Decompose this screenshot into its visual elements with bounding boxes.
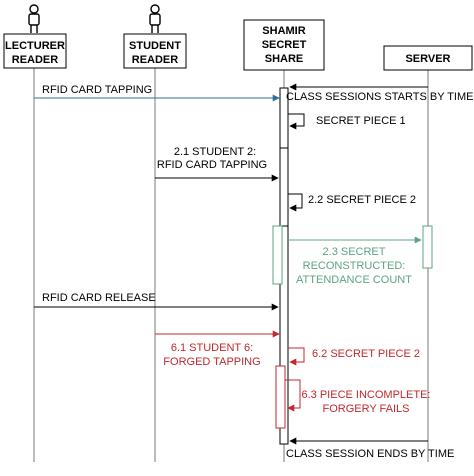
forgery-fails-label-line2: FORGERY FAILS: [322, 403, 409, 415]
forgery-fails-arrow: [285, 379, 301, 412]
rfid-release-label: RFID CARD RELEASE: [42, 292, 156, 304]
student-box: [123, 33, 187, 69]
reconstructed-label-line3: ATTENDANCE COUNT: [296, 274, 412, 286]
server-actor: SERVER: [383, 45, 473, 71]
reconstructed-label-line1: 2.3 SECRET: [323, 246, 386, 258]
shamir-label-line2: SECRET: [262, 39, 307, 51]
server-box: [383, 45, 473, 71]
class-end-label: CLASS SESSION ENDS BY TIME: [286, 448, 454, 460]
shamir-label-line3: SHARE: [265, 53, 304, 65]
shamir-activation-red: [275, 365, 286, 429]
forged-tapping-label-line1: 6.1 STUDENT 6:: [171, 342, 253, 354]
student-label-line2: READER: [132, 54, 179, 66]
person-icon: [149, 4, 161, 33]
class-start-label: CLASS SESSIONS STARTS BY TIME: [286, 91, 473, 103]
lecturer-label-line2: READER: [12, 54, 59, 66]
student-actor: STUDENT READER: [123, 4, 187, 69]
secret-piece-2-label: 2.2 SECRET PIECE 2: [308, 194, 416, 206]
reconstructed-label-line2: RECONSTRUCTED:: [303, 260, 406, 272]
shamir-box: [243, 19, 325, 71]
student2-label-line2: RFID CARD TAPPING: [157, 159, 267, 171]
shamir-activation-green: [272, 225, 283, 285]
secret-piece-2-arrow: [288, 193, 303, 212]
lecturer-actor: LECTURER READER: [3, 4, 67, 69]
forged-secret-piece-label: 6.2 SECRET PIECE 2: [312, 348, 420, 360]
shamir-actor: SHAMIR SECRET SHARE: [243, 19, 325, 71]
forgery-fails-label-line1: 6.3 PIECE INCOMPLETE:: [302, 389, 431, 401]
secret-piece-1-label: SECRET PIECE 1: [316, 115, 406, 127]
shamir-activation-2: [279, 147, 289, 227]
forged-secret-piece-arrow: [288, 347, 305, 366]
lecturer-box: [3, 33, 67, 69]
person-icon: [28, 4, 40, 33]
server-label: SERVER: [405, 53, 450, 65]
forged-tapping-label-line2: FORGED TAPPING: [163, 356, 260, 368]
rfid-tapping-label: RFID CARD TAPPING: [42, 84, 152, 96]
shamir-label-line1: SHAMIR: [262, 25, 305, 37]
secret-piece-1-arrow: [288, 113, 305, 130]
lecturer-label-line1: LECTURER: [5, 40, 65, 52]
server-activation: [422, 225, 433, 269]
student2-label-line1: 2.1 STUDENT 2:: [174, 146, 256, 158]
student-label-line1: STUDENT: [129, 40, 181, 52]
